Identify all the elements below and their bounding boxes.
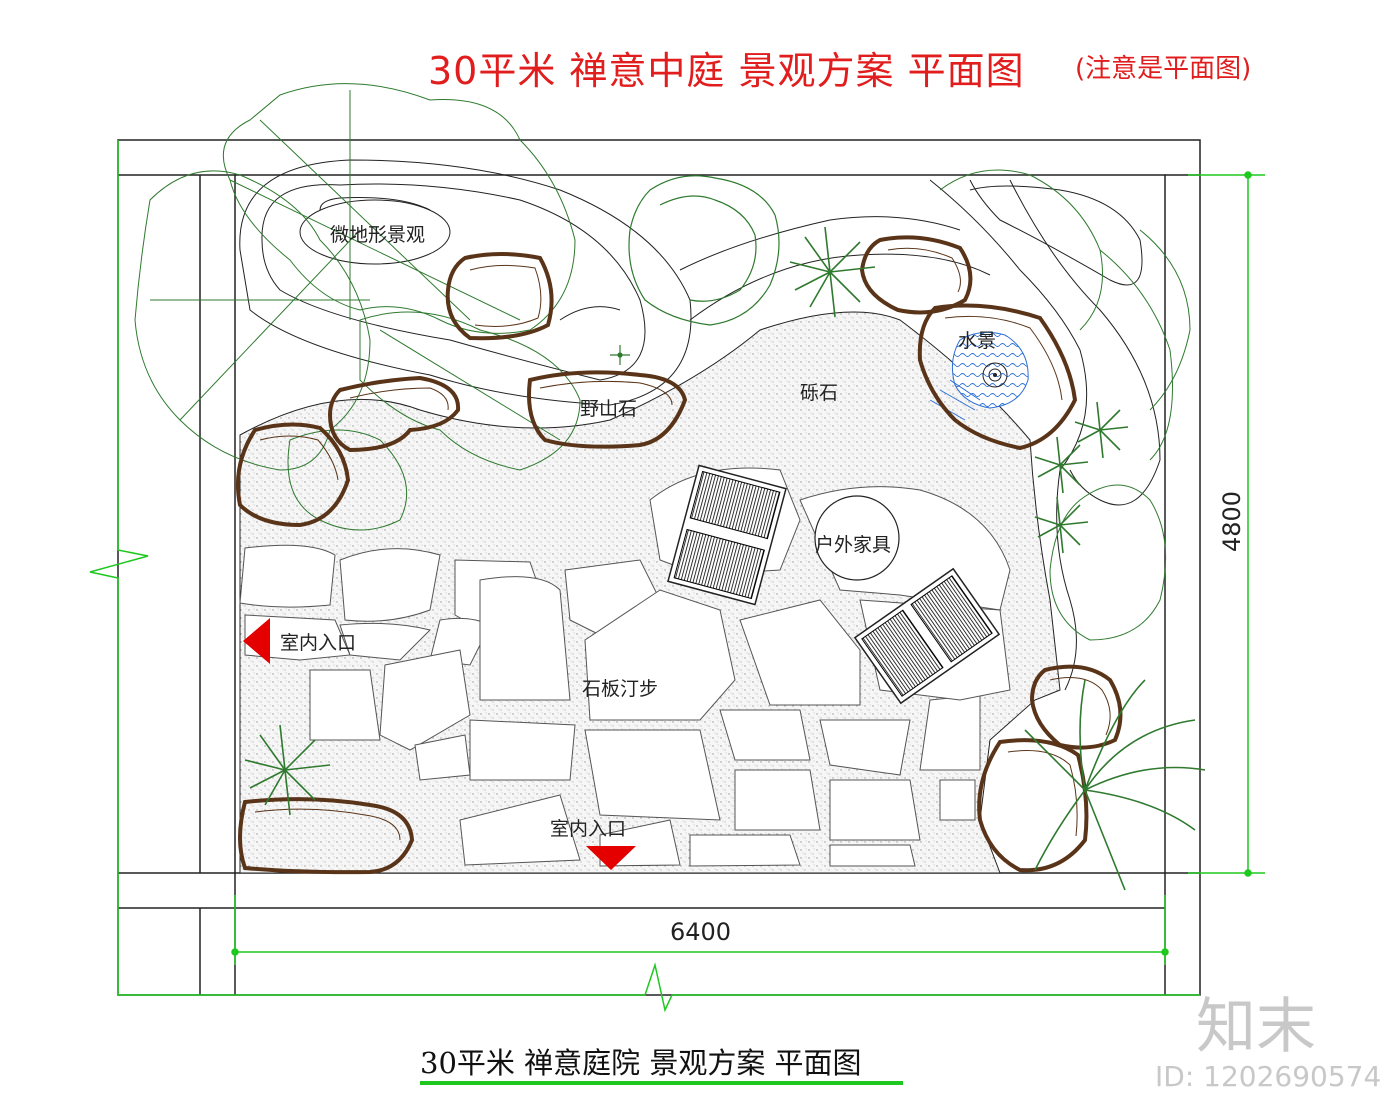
label-gravel: 砾石 <box>800 382 839 404</box>
rock-inner-lines <box>254 247 1111 841</box>
label-entrance-bottom: 室内入口 <box>550 818 627 840</box>
outdoor-furniture <box>667 464 1001 705</box>
label-entrance-left: 室内入口 <box>280 632 357 654</box>
entrance-arrows <box>243 618 636 870</box>
plan-note: (注意是平面图) <box>1075 54 1252 84</box>
round-tree <box>610 175 780 365</box>
rocks <box>235 235 1123 875</box>
plan-title: 30平米 禅意中庭 景观方案 平面图 <box>428 49 1025 93</box>
dimension-lines <box>231 171 1265 965</box>
dimension-width: 6400 <box>670 918 732 946</box>
label-rocks: 野山石 <box>580 398 638 420</box>
entrance-bottom-arrow <box>586 846 636 870</box>
watermark-brand: 知末 <box>1196 992 1316 1062</box>
palm-plants <box>244 226 1206 891</box>
terrain-contours <box>239 159 1161 691</box>
entrance-left-arrow <box>243 618 270 664</box>
label-stepping-stones: 石板汀步 <box>582 678 659 700</box>
label-furniture: 户外家具 <box>815 534 892 556</box>
footer-title: 30平米 禅意庭院 景观方案 平面图 <box>420 1046 862 1080</box>
label-micro-terrain: 微地形景观 <box>330 224 426 246</box>
tree-canopies <box>134 83 1191 641</box>
break-lines <box>89 140 1200 1013</box>
label-water: 水景 <box>958 330 997 352</box>
footer-underline <box>420 1081 903 1085</box>
dimension-height: 4800 <box>1218 490 1246 552</box>
watermark-id: ID: 1202690574 <box>1155 1060 1382 1093</box>
